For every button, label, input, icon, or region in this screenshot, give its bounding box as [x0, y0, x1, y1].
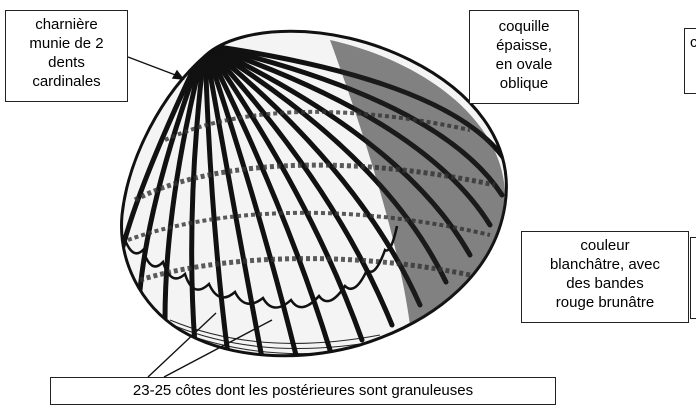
label-shape: coquille épaisse, en ovale oblique: [469, 10, 579, 104]
label-shape-line-2: épaisse,: [470, 36, 578, 55]
label-color-line-1: couleur: [522, 236, 688, 255]
label-shape-line-3: en ovale: [470, 55, 578, 74]
label-hinge-line-1: charnière: [6, 15, 127, 34]
label-color-line-3: des bandes: [522, 274, 688, 293]
label-ribs-text: 23-25 côtes dont les postérieures sont g…: [51, 381, 555, 400]
label-shape-line-1: coquille: [470, 17, 578, 36]
label-cropped-mid-right: [690, 237, 696, 319]
label-color-line-4: rouge brunâtre: [522, 293, 688, 312]
label-cropped-fragment: c: [690, 33, 696, 52]
label-hinge-line-4: cardinales: [6, 72, 127, 91]
label-hinge-line-2: munie de 2: [6, 34, 127, 53]
label-cropped-top-right: c: [684, 28, 696, 94]
label-shape-line-4: oblique: [470, 74, 578, 93]
label-color-line-2: blanchâtre, avec: [522, 255, 688, 274]
label-hinge: charnière munie de 2 dents cardinales: [5, 10, 128, 102]
label-color: couleur blanchâtre, avec des bandes roug…: [521, 231, 689, 323]
label-ribs: 23-25 côtes dont les postérieures sont g…: [50, 377, 556, 405]
label-hinge-line-3: dents: [6, 53, 127, 72]
